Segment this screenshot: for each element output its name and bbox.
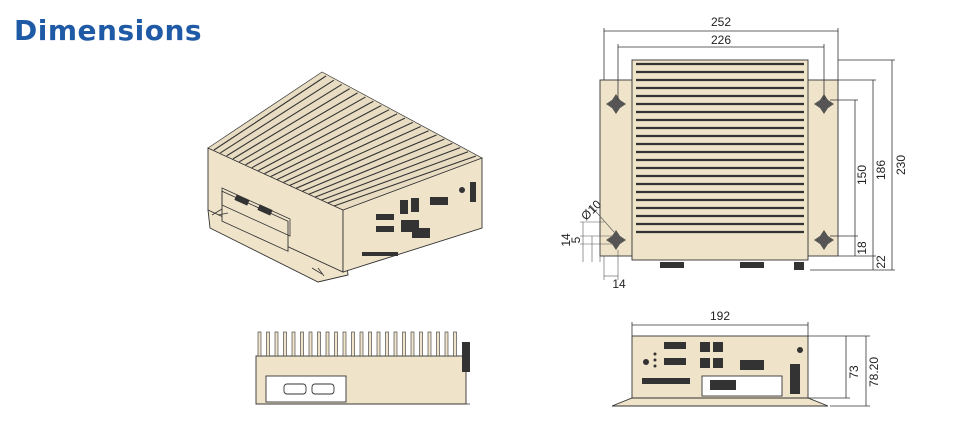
fin [376, 331, 381, 357]
fin [321, 147, 461, 201]
fin [291, 331, 296, 357]
fin [334, 331, 338, 357]
fin [226, 83, 343, 157]
fin [402, 331, 406, 357]
fin [300, 331, 304, 357]
dim-front-height: 73 [847, 365, 861, 379]
fin [317, 331, 321, 357]
fin [245, 96, 366, 166]
fin [274, 331, 279, 357]
fin [220, 79, 335, 154]
fin [276, 117, 406, 180]
fin [410, 331, 415, 357]
dim-front-height-feet: 78.20 [867, 357, 881, 387]
fin [266, 331, 270, 357]
dim-overall-width: 252 [711, 15, 731, 29]
fin [264, 109, 390, 175]
fin [351, 331, 355, 357]
dim-front-width: 192 [710, 309, 730, 323]
fin [359, 331, 364, 357]
dim-slot-width: 5 [569, 236, 583, 243]
fin [270, 113, 398, 178]
fin [295, 130, 429, 189]
fin [327, 151, 469, 204]
dim-edge-offset-h: 14 [612, 277, 626, 291]
fin [444, 331, 449, 357]
front-view: 192 73 78.20 [611, 309, 881, 407]
dim-bottom-offset-a: 18 [855, 241, 869, 255]
fin [393, 331, 398, 357]
fin [302, 134, 437, 192]
top-fins [636, 62, 804, 234]
isometric-view [207, 71, 483, 283]
fin [368, 331, 372, 357]
fin [385, 331, 389, 357]
fin [283, 331, 287, 357]
mounting-holes [606, 94, 834, 250]
fin [251, 100, 374, 169]
fin [308, 138, 445, 195]
fin [257, 104, 382, 172]
side-fins [257, 331, 457, 357]
fin [436, 331, 440, 357]
dim-inner-width: 226 [711, 33, 731, 47]
side-view [255, 331, 470, 405]
fin [333, 155, 477, 207]
top-view: 252 226 150 186 230 18 22 [559, 15, 908, 291]
dim-inner-height: 186 [874, 160, 888, 180]
dim-overall-height: 230 [894, 155, 908, 175]
dim-edge-offset-v: 14 [559, 233, 573, 247]
dim-hole-spacing-v: 150 [855, 165, 869, 185]
fin [314, 142, 453, 198]
fin [325, 331, 330, 357]
fin [453, 331, 457, 357]
fin [232, 88, 350, 160]
fin [342, 331, 347, 357]
fin [283, 121, 414, 183]
fin [427, 331, 432, 357]
page-title: Dimensions [14, 14, 203, 47]
fin [257, 331, 262, 357]
fin [419, 331, 423, 357]
dim-bottom-offset-b: 22 [874, 255, 888, 269]
fin [289, 126, 421, 186]
fin [308, 331, 313, 357]
fin [238, 92, 358, 163]
fin [213, 75, 327, 151]
heatsink-fins [213, 75, 477, 207]
